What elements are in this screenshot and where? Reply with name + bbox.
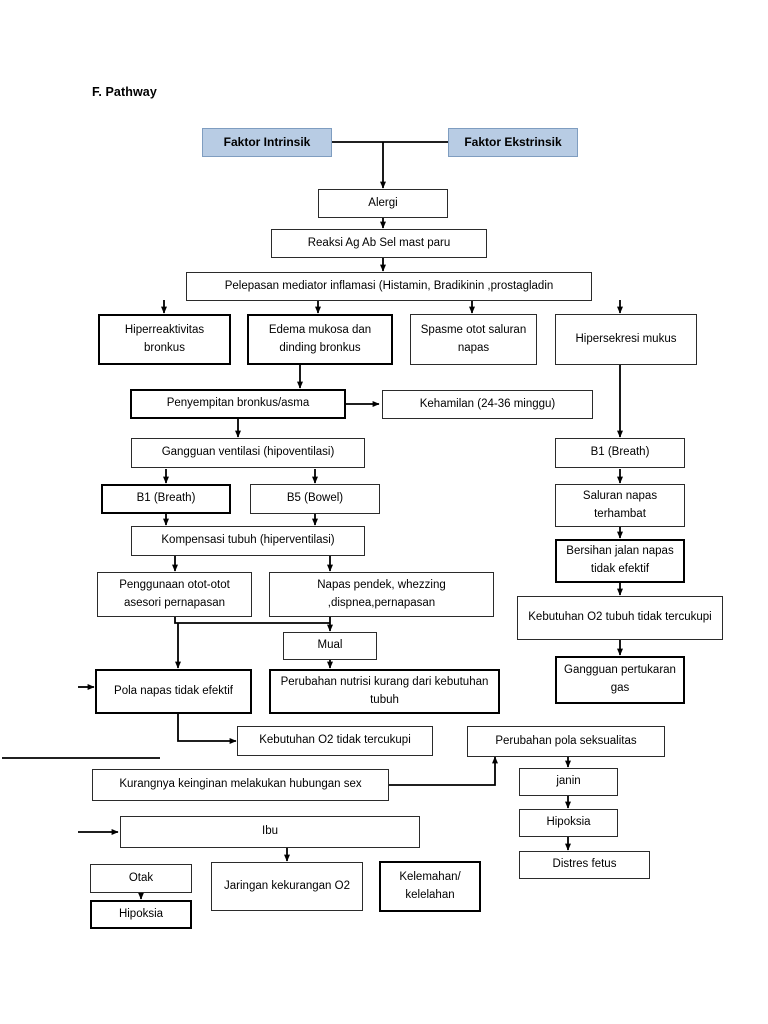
node-label: Gangguan ventilasi (hipoventilasi) [161,446,335,459]
node-label: Spasme otot saluran napas [420,323,527,354]
node-kompensasi-tubuh[interactable]: Kompensasi tubuh (hiperventilasi) [131,526,365,556]
node-edema-mukosa[interactable]: Edema mukosa dan dinding bronkus [247,314,393,365]
node-label: Perubahan nutrisi kurang dari kebutuhan … [280,675,489,706]
node-alergi[interactable]: Alergi [318,189,448,218]
node-label: Penyempitan bronkus/asma [166,397,310,410]
node-label: B1 (Breath) [590,446,650,459]
node-distres-fetus[interactable]: Distres fetus [519,851,650,879]
node-label: Kurangnya keinginan melakukan hubungan s… [119,778,362,791]
node-label: Hipoksia [546,816,591,829]
node-label: B1 (Breath) [136,492,196,505]
node-ibu[interactable]: Ibu [120,816,420,848]
node-label: Gangguan pertukaran gas [564,664,676,694]
node-label: Distres fetus [552,858,617,871]
node-kurangnya-keinginan[interactable]: Kurangnya keinginan melakukan hubungan s… [92,769,389,801]
node-label: Kompensasi tubuh (hiperventilasi) [161,534,335,547]
node-label: Hipoksia [118,907,164,920]
node-spasme-otot[interactable]: Spasme otot saluran napas [410,314,537,365]
line-penggunaanotot-elbow [174,617,330,624]
node-napas-pendek[interactable]: Napas pendek, whezzing ,dispnea,pernapas… [269,572,494,617]
arrow-kurangnya-perubahanseksualitas [389,756,498,786]
node-label: Perubahan pola seksualitas [495,734,637,747]
node-label: Kebutuhan O2 tidak tercukupi [259,734,411,747]
node-hipoksia-janin[interactable]: Hipoksia [519,809,618,837]
node-gangguan-ventilasi[interactable]: Gangguan ventilasi (hipoventilasi) [131,438,365,468]
node-penggunaan-otot[interactable]: Penggunaan otot-otot asesori pernapasan [97,572,252,617]
node-janin[interactable]: janin [519,768,618,796]
node-label: Bersihan jalan napas tidak efektif [566,545,674,575]
node-label: Kehamilan (24-36 minggu) [419,397,556,410]
node-label: Reaksi Ag Ab Sel mast paru [307,236,451,249]
node-pelepasan-mediator[interactable]: Pelepasan mediator inflamasi (Histamin, … [186,272,592,301]
node-b1-breath-right[interactable]: B1 (Breath) [555,438,685,468]
node-label: Alergi [368,196,398,209]
node-label: Otak [128,871,154,884]
node-label: Penggunaan otot-otot asesori pernapasan [119,578,230,609]
node-label: Edema mukosa dan dinding bronkus [268,323,372,354]
node-label: Jaringan kekurangan O2 [224,879,350,892]
node-label: janin [556,775,581,788]
node-label: Napas pendek, whezzing ,dispnea,pernapas… [317,578,446,609]
node-pola-napas-tidak-efektif[interactable]: Pola napas tidak efektif [95,669,252,714]
node-label: Kebutuhan O2 tubuh tidak tercukupi [528,611,712,624]
node-label: Pola napas tidak efektif [114,684,233,697]
node-label: Hipersekresi mukus [575,332,677,345]
node-label: Kelemahan/ kelelahan [399,870,461,901]
node-faktor-intrinsik[interactable]: Faktor Intrinsik [202,128,332,157]
node-kelemahan-kelelahan[interactable]: Kelemahan/ kelelahan [379,861,481,912]
node-gangguan-pertukaran-gas[interactable]: Gangguan pertukaran gas [555,656,685,704]
node-label: Ibu [262,825,278,838]
arrow-polanapas-kebutuhano2 [177,714,237,744]
node-faktor-ekstrinsik[interactable]: Faktor Ekstrinsik [448,128,578,157]
node-label: B5 (Bowel) [286,492,344,505]
node-perubahan-nutrisi[interactable]: Perubahan nutrisi kurang dari kebutuhan … [269,669,500,714]
node-saluran-napas-terhambat[interactable]: Saluran napas terhambat [555,484,685,527]
node-mual[interactable]: Mual [283,632,377,660]
node-otak[interactable]: Otak [90,864,192,893]
node-hipersekresi-mukus[interactable]: Hipersekresi mukus [555,314,697,365]
node-label: Faktor Intrinsik [223,135,311,150]
node-kehamilan[interactable]: Kehamilan (24-36 minggu) [382,390,593,419]
node-b1-breath-left[interactable]: B1 (Breath) [101,484,231,514]
node-bersihan-jalan-napas[interactable]: Bersihan jalan napas tidak efektif [555,539,685,583]
node-jaringan-kekurangan-o2[interactable]: Jaringan kekurangan O2 [211,862,363,911]
node-hipoksia-otak[interactable]: Hipoksia [90,900,192,929]
node-label: Pelepasan mediator inflamasi (Histamin, … [224,279,554,292]
page-title: F. Pathway [92,85,157,99]
node-kebutuhan-o2-tubuh[interactable]: Kebutuhan O2 tubuh tidak tercukupi [517,596,723,640]
node-reaksi-ag-ab[interactable]: Reaksi Ag Ab Sel mast paru [271,229,487,258]
node-hiperreaktivitas-bronkus[interactable]: Hiperreaktivitas bronkus [98,314,231,365]
node-kebutuhan-o2-tidak-tercukupi[interactable]: Kebutuhan O2 tidak tercukupi [237,726,433,756]
node-label: Saluran napas terhambat [582,489,658,520]
node-label: Mual [317,639,343,652]
node-label: Hiperreaktivitas bronkus [124,323,205,354]
node-perubahan-pola-seksualitas[interactable]: Perubahan pola seksualitas [467,726,665,757]
node-penyempitan-bronkus[interactable]: Penyempitan bronkus/asma [130,389,346,419]
node-b5-bowel[interactable]: B5 (Bowel) [250,484,380,514]
node-label: Faktor Ekstrinsik [464,135,562,150]
